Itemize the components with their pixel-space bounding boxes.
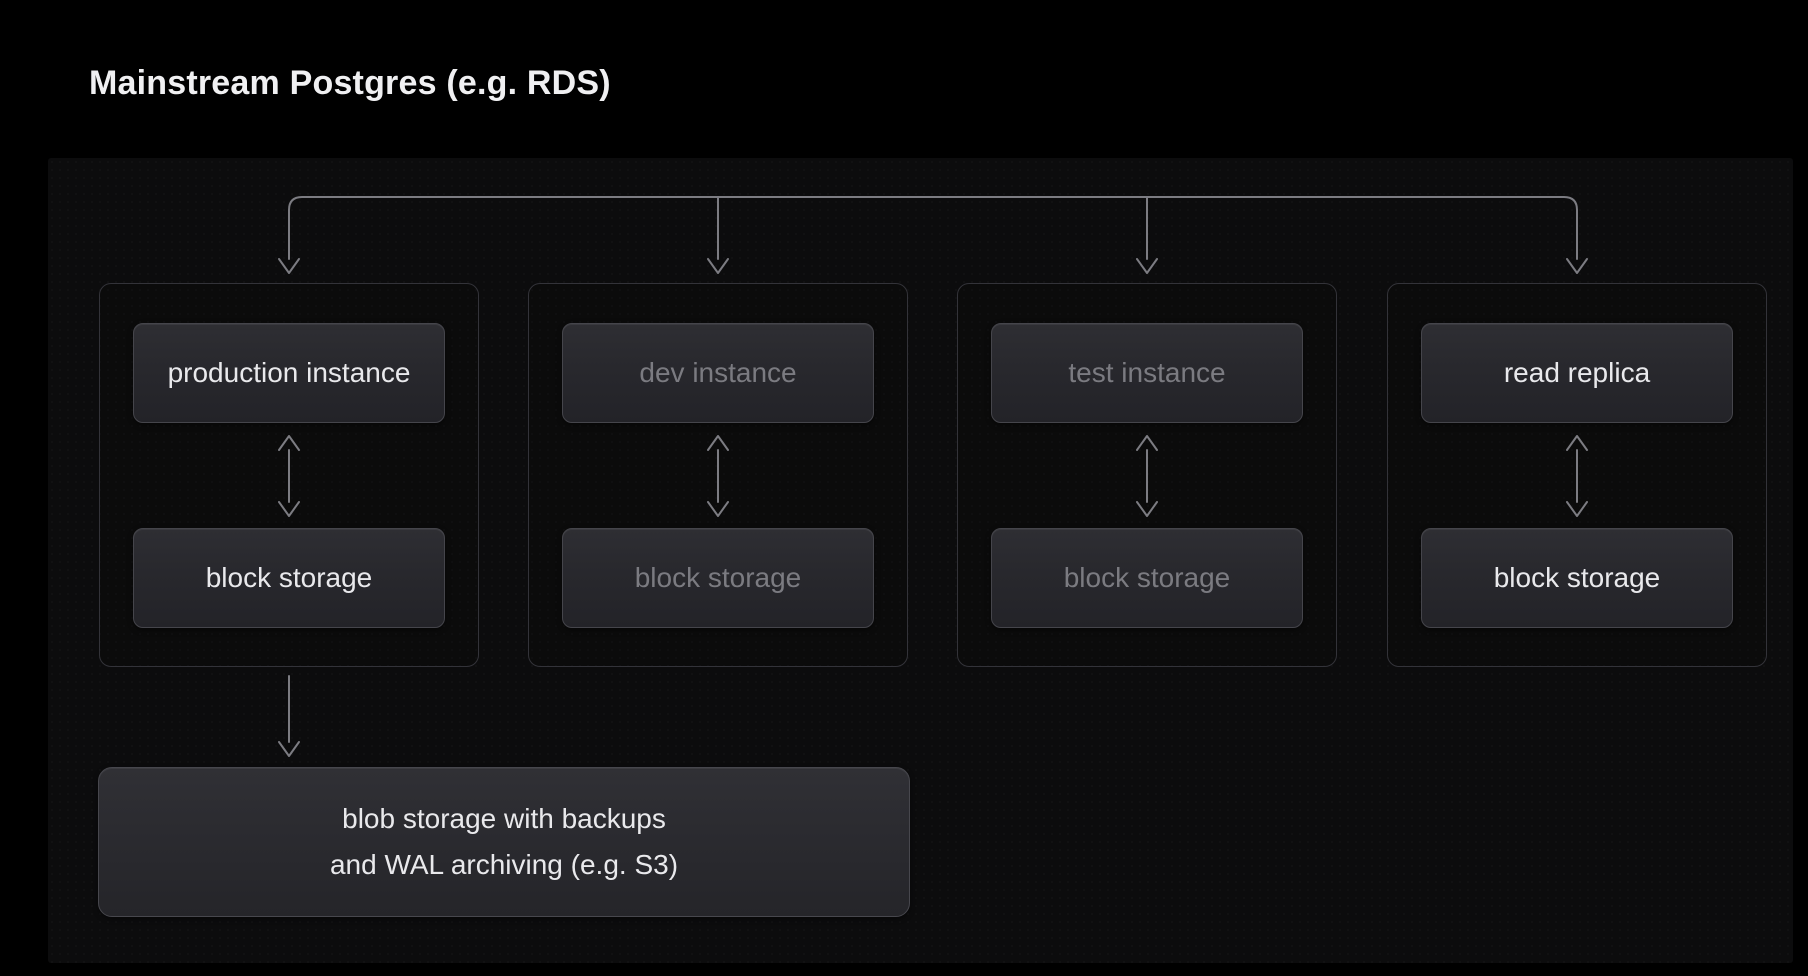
node-production-instance: production instance	[133, 323, 445, 423]
node-label: block storage	[634, 562, 802, 593]
node-dev-instance: dev instance	[562, 323, 874, 423]
group-production: production instance block storage	[99, 283, 479, 667]
blob-label-line2: and WAL archiving (e.g. S3)	[329, 849, 679, 880]
node-blob-storage: blob storage with backups and WAL archiv…	[98, 767, 910, 917]
blob-label-line1: blob storage with backups	[342, 803, 666, 834]
node-label: block storage	[205, 562, 373, 593]
group-test: test instance block storage	[957, 283, 1337, 667]
page-title: Mainstream Postgres (e.g. RDS)	[89, 64, 611, 102]
node-label: production instance	[167, 357, 411, 388]
node-replica-block-storage: block storage	[1421, 528, 1733, 628]
node-label: read replica	[1503, 357, 1651, 388]
node-dev-block-storage: block storage	[562, 528, 874, 628]
group-read-replica: read replica block storage	[1387, 283, 1767, 667]
node-production-block-storage: block storage	[133, 528, 445, 628]
node-label: dev instance	[639, 357, 797, 388]
node-read-replica: read replica	[1421, 323, 1733, 423]
node-test-block-storage: block storage	[991, 528, 1303, 628]
group-dev: dev instance block storage	[528, 283, 908, 667]
node-label: block storage	[1493, 562, 1661, 593]
node-test-instance: test instance	[991, 323, 1303, 423]
node-label: block storage	[1063, 562, 1231, 593]
node-label: test instance	[1068, 357, 1226, 388]
